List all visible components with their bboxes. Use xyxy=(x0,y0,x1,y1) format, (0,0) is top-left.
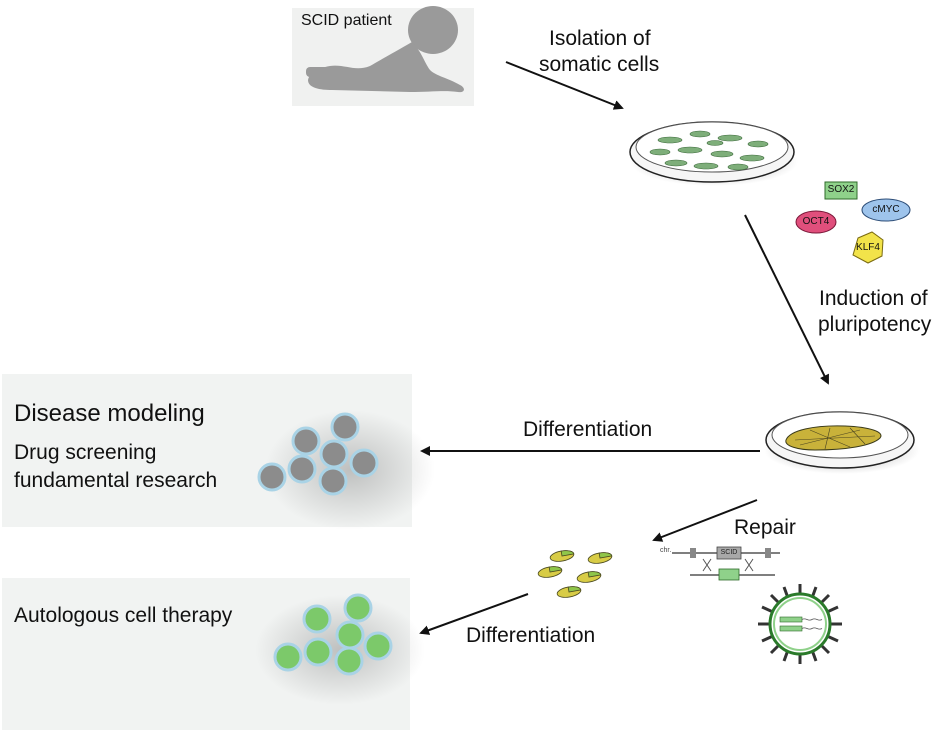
fundamental-research-label: fundamental research xyxy=(14,469,218,492)
arrow-differentiation-bottom xyxy=(419,593,529,635)
gray-cells-icon xyxy=(257,410,435,530)
viral-vector-icon xyxy=(758,584,842,664)
scid-gene-label: SCID xyxy=(720,549,738,556)
differentiation-top-label: Differentiation xyxy=(523,418,653,441)
induction-label-line1: Induction of xyxy=(819,287,928,310)
sox2-label: SOX2 xyxy=(827,184,855,195)
disease-modeling-title: Disease modeling xyxy=(14,400,205,427)
isolation-label-line2: somatic cells xyxy=(539,53,660,76)
petri-dish-somatic-icon xyxy=(629,121,798,186)
petri-dish-ipsc-icon xyxy=(764,411,920,474)
klf4-label: KLF4 xyxy=(856,242,880,253)
differentiation-bottom-label: Differentiation xyxy=(466,624,596,647)
green-cells-icon xyxy=(255,593,425,705)
gene-repair-diagram xyxy=(672,546,780,581)
baby-silhouette-icon xyxy=(306,6,464,93)
factor-shapes xyxy=(795,181,911,264)
chr-label: chr. xyxy=(660,547,672,554)
repair-label: Repair xyxy=(734,516,796,539)
arrow-induction xyxy=(744,214,829,385)
cmyc-label: cMYC xyxy=(872,204,900,215)
drug-screening-label: Drug screening xyxy=(14,441,157,464)
patient-label: SCID patient xyxy=(301,12,392,29)
arrow-isolation xyxy=(505,61,624,110)
arrow-repair xyxy=(652,499,758,542)
oct4-label: OCT4 xyxy=(802,216,830,227)
corrected-cells-icon xyxy=(537,550,613,598)
induction-label-line2: pluripotency xyxy=(818,313,932,336)
isolation-label-line1: Isolation of xyxy=(549,27,651,50)
cell-therapy-label: Autologous cell therapy xyxy=(14,604,233,627)
